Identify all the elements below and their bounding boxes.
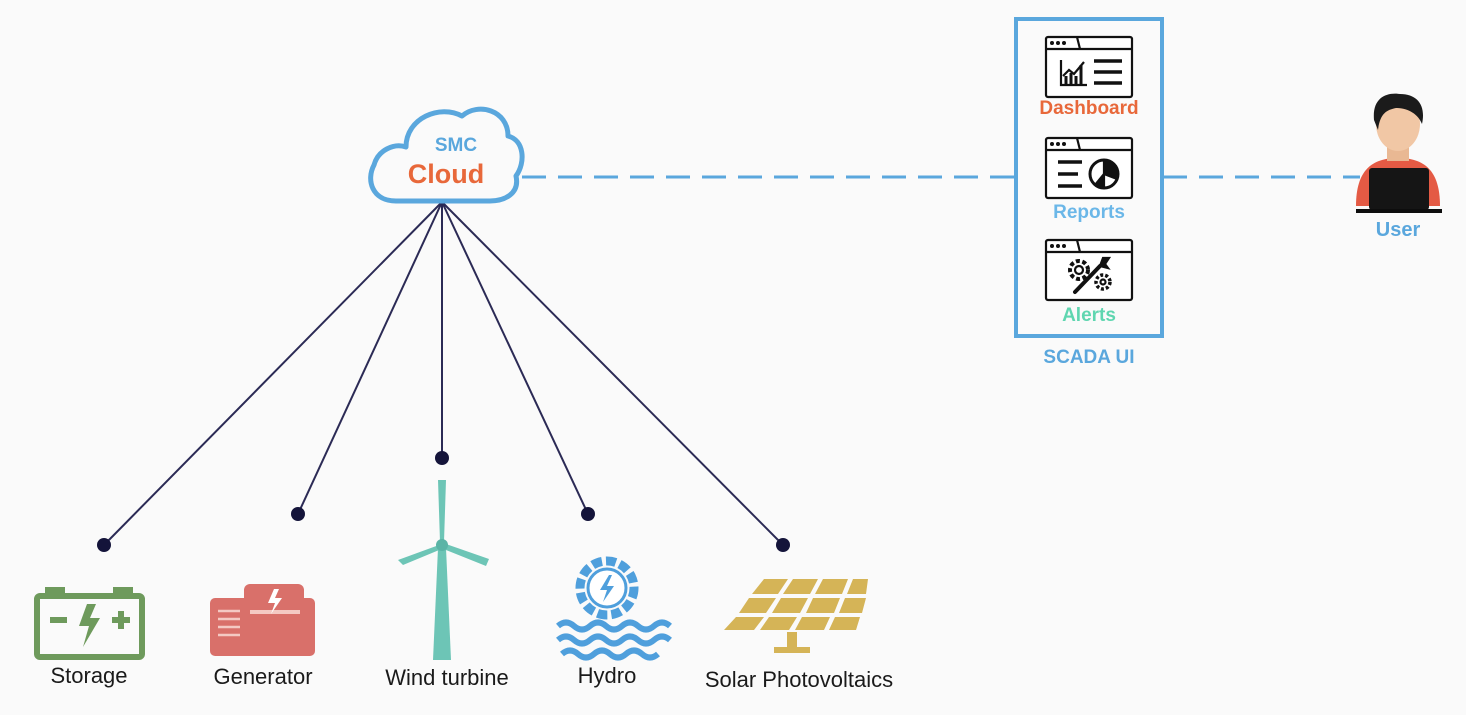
asset-hydro[interactable]: Hydro: [556, 556, 672, 688]
user-laptop-icon: [1356, 93, 1442, 213]
scada-module-alerts[interactable]: Alerts: [1044, 238, 1134, 326]
asset-label-generator: Generator: [213, 664, 312, 689]
scada-module-label-reports: Reports: [1053, 202, 1125, 223]
connection-solar: [441, 201, 784, 546]
asset-label-wind-turbine: Wind turbine: [385, 665, 509, 690]
alerts-window-icon: [1044, 238, 1134, 302]
cloud-main-label: Cloud: [408, 159, 484, 189]
endpoint-wind-turbine: [435, 451, 449, 465]
user[interactable]: User: [1356, 93, 1442, 241]
asset-label-hydro: Hydro: [578, 663, 637, 688]
scada-module-reports[interactable]: Reports: [1044, 136, 1134, 223]
asset-storage[interactable]: Storage: [34, 587, 145, 688]
endpoint-storage: [97, 538, 111, 552]
solar-panel-icon: [724, 579, 868, 653]
dashboard-window-icon: [1044, 35, 1134, 99]
endpoint-solar: [776, 538, 790, 552]
hydro-icon: [556, 556, 672, 661]
asset-label-solar-photovoltaics: Solar Photovoltaics: [705, 667, 893, 692]
cloud-top-label: SMC: [435, 135, 478, 156]
scada-ui-panel: Dashboard Reports: [1014, 17, 1164, 368]
asset-wind-turbine[interactable]: Wind turbine: [385, 480, 509, 690]
connection-endpoints: [97, 451, 790, 552]
scada-ui-title: SCADA UI: [1043, 347, 1134, 368]
cloud-icon: [368, 106, 525, 204]
reports-window-icon: [1044, 136, 1134, 200]
wind-turbine-icon: [398, 480, 489, 660]
connection-hydro: [441, 201, 589, 515]
generator-icon: [210, 584, 315, 656]
connection-generator: [297, 201, 443, 515]
connection-storage: [103, 201, 443, 546]
smc-cloud[interactable]: SMC Cloud: [368, 106, 525, 204]
endpoint-hydro: [581, 507, 595, 521]
asset-generator[interactable]: Generator: [210, 584, 315, 689]
scada-module-label-alerts: Alerts: [1062, 305, 1116, 326]
asset-label-storage: Storage: [50, 663, 127, 688]
battery-icon: [34, 587, 145, 660]
user-label: User: [1376, 219, 1421, 241]
asset-solar-photovoltaics[interactable]: Solar Photovoltaics: [705, 579, 893, 692]
scada-ui-frame: [1014, 17, 1164, 338]
cloud-connections: [103, 201, 784, 546]
scada-module-dashboard[interactable]: Dashboard: [1039, 35, 1139, 119]
endpoint-generator: [291, 507, 305, 521]
scada-module-label-dashboard: Dashboard: [1039, 98, 1138, 119]
